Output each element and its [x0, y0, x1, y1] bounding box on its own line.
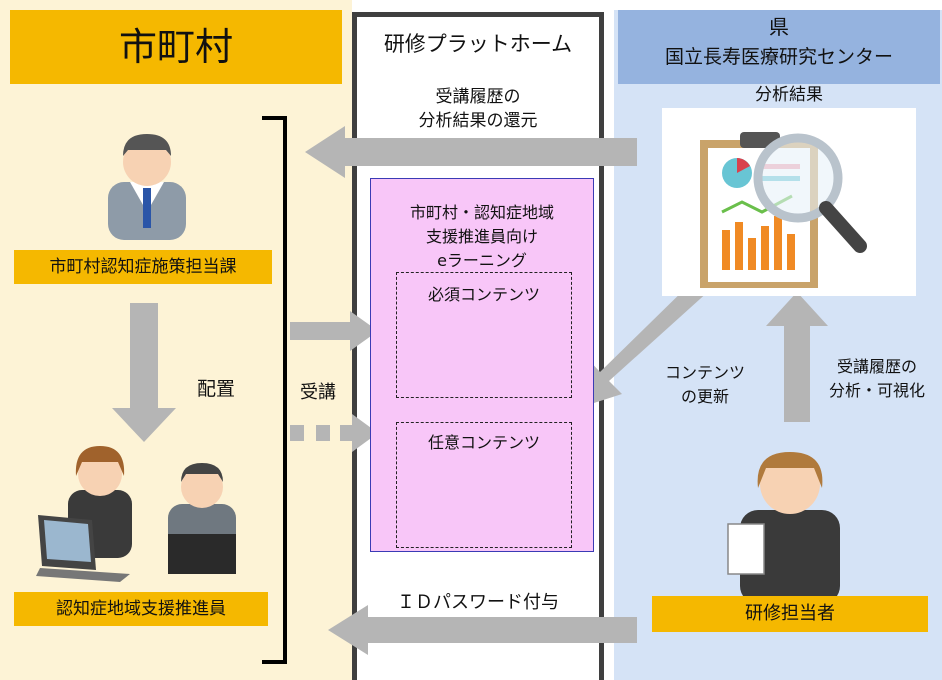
prefecture-title-line2: 国立長寿医療研究センター: [664, 46, 893, 68]
analysis-label: 分析結果: [755, 85, 823, 105]
staff-label-box: 研修担当者: [652, 596, 928, 632]
elearning-line3: eラーニング: [437, 251, 527, 270]
woman-laptop-icon: [36, 446, 132, 582]
municipality-title: 市町村: [118, 25, 233, 69]
required-contents-box: [396, 272, 572, 398]
visualize-arrow: [766, 292, 828, 422]
jukou-dash-1: [290, 425, 304, 441]
return-arrow: [305, 126, 637, 178]
municipality-header: 市町村: [10, 10, 342, 84]
jukou-dash-2: [316, 425, 330, 441]
haichi-label: 配置: [196, 378, 235, 400]
update-arrow: [572, 280, 710, 410]
return-label-line2: 分析結果の還元: [418, 111, 538, 131]
training-staff-icon: [727, 452, 840, 604]
update-line1: コンテンツ: [664, 363, 745, 382]
haichi-arrow: [112, 303, 176, 442]
required-label: 必須コンテンツ: [427, 285, 540, 304]
magnifier-icon: [753, 133, 843, 223]
dept-label: 市町村認知症施策担当課: [49, 257, 237, 277]
prefecture-header: [618, 10, 940, 84]
promoter-label: 認知症地域支援推進員: [56, 599, 226, 619]
optional-contents-box: [396, 422, 572, 548]
jukou-required-arrow: [290, 311, 378, 351]
prefecture-title-line1: 県: [769, 15, 789, 39]
dept-label-box: 市町村認知症施策担当課: [14, 250, 272, 284]
elearning-box: [370, 178, 594, 552]
update-line2: の更新: [680, 387, 729, 406]
official-man-icon: [108, 134, 186, 240]
return-label-line1: 受講履歴の: [435, 87, 521, 107]
visualize-line1: 受講履歴の: [836, 357, 917, 376]
staff-label: 研修担当者: [745, 603, 835, 624]
id-arrow: [328, 605, 637, 655]
elearning-line2: 支援推進員向け: [425, 227, 538, 246]
platform-title: 研修プラットホーム: [383, 32, 573, 56]
elearning-line1: 市町村・認知症地域: [409, 203, 554, 222]
man-laptop-icon: [168, 463, 236, 574]
bracket: [262, 116, 287, 664]
clipboard-paper-icon: [727, 523, 765, 575]
jukou-optional-arrow: [340, 414, 378, 452]
jukou-label: 受講: [300, 382, 336, 403]
id-password-label: ＩＤパスワード付与: [397, 592, 559, 613]
optional-label: 任意コンテンツ: [427, 433, 540, 452]
promoter-label-box: 認知症地域支援推進員: [14, 592, 268, 626]
visualize-line2: 分析・可視化: [828, 381, 925, 400]
